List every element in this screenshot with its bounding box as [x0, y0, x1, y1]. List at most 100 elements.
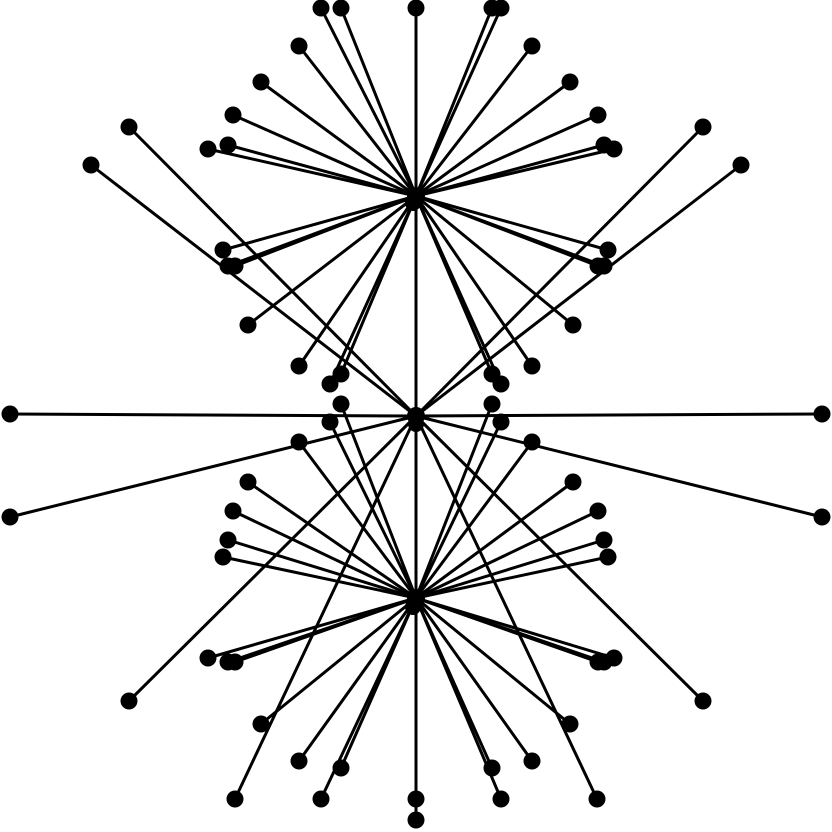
edge-top-15	[221, 194, 418, 252]
edge-center-3	[414, 414, 824, 519]
node-top-leaf-12	[219, 136, 237, 154]
edge-bottom-6	[246, 480, 418, 600]
edge-center-10	[233, 414, 418, 801]
node-bottom-leaf-13	[599, 548, 617, 566]
edge-bottom-9	[414, 509, 600, 600]
edge-bottom-22	[297, 596, 418, 763]
node-bottom-leaf-26	[312, 790, 330, 808]
edge-bottom-13	[414, 555, 610, 600]
edge-top-0	[319, 6, 418, 198]
edge-top-26	[339, 194, 418, 376]
node-center-leaf-1	[813, 405, 831, 423]
node-center-leaf-4	[120, 118, 138, 136]
edge-bottom-11	[414, 538, 606, 600]
edge-top-7	[259, 80, 418, 198]
edge-center-11	[414, 414, 599, 801]
node-top-leaf-7	[252, 73, 270, 91]
node-center-leaf-3	[813, 508, 831, 526]
node-center-leaf-6	[694, 118, 712, 136]
edge-bottom-19	[414, 596, 616, 660]
edge-top-22	[414, 194, 575, 327]
node-center-leaf-9	[694, 692, 712, 710]
node-bottom-leaf-4	[290, 433, 308, 451]
node-top-leaf-2	[407, 0, 425, 17]
node-hub-bottom-cluster	[405, 599, 421, 615]
node-bottom-leaf-12	[214, 548, 232, 566]
edge-top-10	[414, 113, 600, 198]
edge-bottom-2	[328, 420, 418, 600]
edge-top-23	[297, 194, 418, 368]
edge-bottom-5	[414, 440, 534, 600]
edge-bottom-10	[226, 538, 418, 600]
edge-bottom-23	[414, 596, 534, 763]
node-top-leaf-4	[492, 0, 510, 17]
node-bottom-leaf-11	[595, 531, 613, 549]
edge-top-9	[231, 113, 418, 198]
edge-top-8	[414, 80, 572, 198]
edge-top-21	[246, 194, 418, 327]
edge-center-4	[127, 125, 418, 418]
node-top-leaf-15	[214, 241, 232, 259]
node-bottom-leaf-19	[605, 649, 623, 667]
edge-center-0	[8, 412, 418, 418]
node-center-leaf-7	[732, 156, 750, 174]
node-center-leaf-2	[1, 508, 19, 526]
node-top-leaf-1	[332, 0, 350, 17]
node-bottom-leaf-29	[407, 811, 425, 829]
node-center-leaf-11	[588, 790, 606, 808]
node-top-leaf-14	[605, 140, 623, 158]
node-top-leaf-0	[312, 0, 330, 17]
node-bottom-leaf-5	[523, 433, 541, 451]
node-top-leaf-16	[599, 241, 617, 259]
node-top-leaf-18	[226, 257, 244, 275]
node-center-leaf-0	[1, 405, 19, 423]
node-top-leaf-6	[523, 37, 541, 55]
edge-bottom-1	[414, 402, 494, 600]
edge-bottom-0	[339, 402, 418, 600]
edge-top-12	[226, 143, 418, 198]
node-bottom-leaf-14	[199, 649, 217, 667]
edge-center-2	[8, 414, 418, 519]
node-bottom-leaf-3	[492, 413, 510, 431]
edge-bottom-12	[221, 555, 418, 600]
edge-bottom-3	[414, 420, 503, 600]
edge-top-24	[414, 194, 534, 368]
node-top-leaf-21	[239, 316, 257, 334]
edge-top-5	[297, 44, 418, 198]
node-top-leaf-28	[492, 375, 510, 393]
node-center-leaf-8	[120, 692, 138, 710]
node-bottom-leaf-6	[239, 473, 257, 491]
edge-top-4	[414, 6, 503, 198]
node-bottom-leaf-8	[224, 502, 242, 520]
node-bottom-leaf-10	[219, 531, 237, 549]
edge-bottom-20	[259, 596, 418, 726]
edge-top-11	[206, 147, 418, 198]
edge-bottom-16	[233, 596, 418, 664]
node-top-leaf-9	[224, 106, 242, 124]
node-bottom-leaf-25	[483, 759, 501, 777]
edge-bottom-21	[414, 596, 572, 726]
node-top-leaf-22	[564, 316, 582, 334]
node-top-leaf-8	[561, 73, 579, 91]
node-hub-center-cluster	[408, 416, 424, 432]
node-bottom-leaf-16	[226, 653, 244, 671]
edge-center-6	[414, 125, 705, 418]
edge-center-5	[89, 163, 418, 418]
node-top-leaf-23	[290, 357, 308, 375]
edge-top-20	[414, 194, 606, 268]
node-bottom-leaf-27	[407, 790, 425, 808]
node-bottom-leaf-1	[483, 395, 501, 413]
node-top-leaf-20	[595, 257, 613, 275]
edge-top-28	[414, 194, 503, 386]
node-top-leaf-24	[523, 357, 541, 375]
edge-top-1	[339, 6, 418, 198]
edge-top-6	[414, 44, 534, 198]
edge-bottom-8	[231, 509, 418, 600]
node-bottom-leaf-9	[589, 502, 607, 520]
edge-center-8	[127, 414, 418, 703]
edge-top-14	[414, 147, 616, 198]
node-top-leaf-25	[321, 375, 339, 393]
